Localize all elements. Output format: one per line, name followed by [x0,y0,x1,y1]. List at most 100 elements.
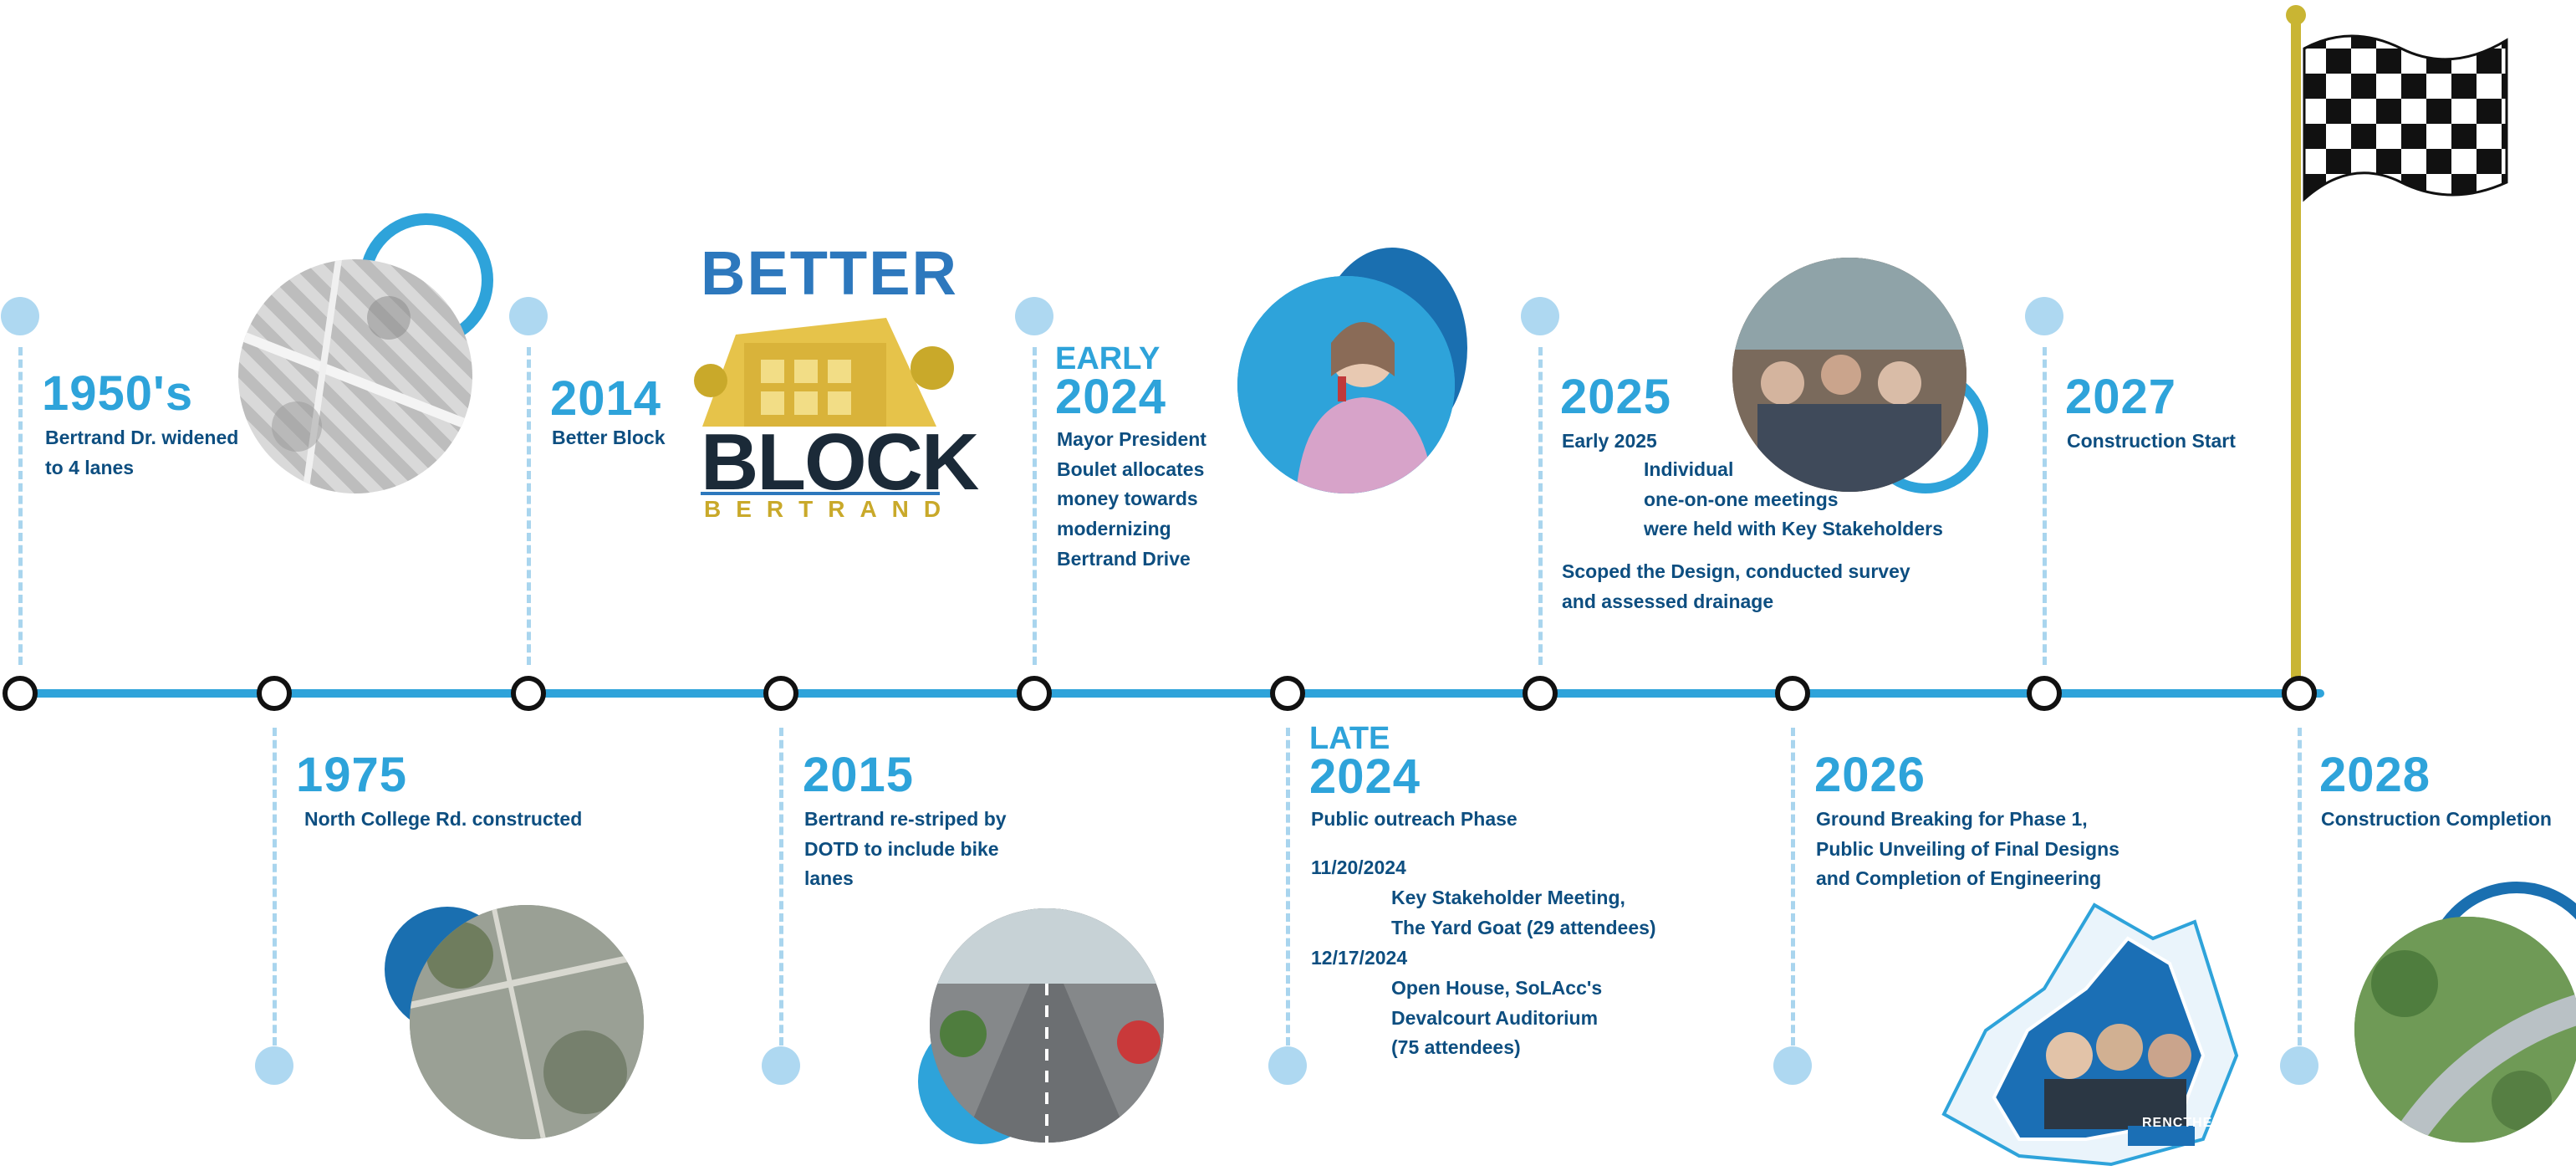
sub-2025: Early 2025 [1562,430,1657,452]
desc-2026-line: Public Unveiling of Final Designs [1816,837,2119,860]
event-date-1: 11/20/2024 [1311,856,1406,878]
dot-2028 [2280,1046,2318,1085]
year-late2024: 2024 [1309,749,1421,804]
desc-2015-line: DOTD to include bike [804,837,999,860]
stem-2027 [2043,347,2047,665]
year-1950: 1950's [42,366,194,421]
desc-early2024-line: Mayor President [1057,428,1206,450]
dot-2015 [762,1046,800,1085]
year-2015: 2015 [803,748,915,802]
event-date-2: 12/17/2024 [1311,947,1408,969]
stem-2015 [779,728,783,1046]
logo-building-illustration [694,318,954,427]
dot-2027 [2025,297,2063,335]
aerial-photo-1950-texture [238,259,472,493]
logo-divider [701,492,940,495]
desc-1975: North College Rd. constructed [304,805,582,835]
sub-lines-2025-line: were held with Key Stakeholders [1644,518,1943,540]
desc-early2024-line: Boulet allocates [1057,458,1205,480]
sub-lines-2025-line: one-on-one meetings [1644,488,1839,510]
desc-2026: Ground Breaking for Phase 1, Public Unve… [1816,805,2119,894]
stem-2028 [2298,728,2302,1046]
timeline-node-early2024 [1017,676,1052,711]
stem-2025 [1538,347,1543,665]
event-desc-1: Key Stakeholder Meeting, The Yard Goat (… [1391,883,1656,943]
dot-1975 [255,1046,293,1085]
prefix-early2024: EARLY [1055,341,1160,376]
desc-2015: Bertrand re-striped by DOTD to include b… [804,805,1007,894]
year-1975: 1975 [296,748,408,802]
year-2025: 2025 [1560,370,1672,424]
timeline-node-late2024 [1270,676,1305,711]
event-desc-1-line: Key Stakeholder Meeting, [1391,887,1625,908]
timeline-axis [17,689,2324,698]
desc-2027: Construction Start [2067,427,2236,457]
speaker-photo-early2024 [1237,276,1455,493]
timeline-node-1975 [257,676,292,711]
street-photo-2015 [930,908,1164,1143]
aerial-photo-1975 [410,905,644,1139]
year-2026: 2026 [1814,748,1926,802]
dot-2025 [1521,297,1559,335]
desc-2015-line: lanes [804,867,854,890]
desc-2026-line: Ground Breaking for Phase 1, [1816,808,2088,830]
desc-2014-line: Better Block [552,427,666,448]
desc-2014: Better Block [552,423,665,453]
timeline-node-2015 [763,676,798,711]
stem-1975 [273,728,277,1046]
sub-lines-2025: Individual one-on-one meetings were held… [1644,455,1943,545]
street-photo-2015-texture [930,908,1164,1143]
desc-1950: Bertrand Dr. widened to 4 lanes [45,423,238,483]
desc-2025-line: and assessed drainage [1562,590,1774,612]
timeline-node-2014 [511,676,546,711]
timeline-node-2025 [1523,676,1558,711]
sub-lines-2025-line: Individual [1644,458,1734,480]
desc-early2024: Mayor President Boulet allocates money t… [1057,425,1206,574]
stem-late2024 [1286,728,1290,1046]
flag-pole [2291,15,2301,689]
aerial-photo-1950 [238,259,472,493]
desc-2028-line: Construction Completion [2321,808,2552,830]
timeline-node-2026 [1775,676,1810,711]
year-2028: 2028 [2319,748,2431,802]
event-desc-2: Open House, SoLAcc's Devalcourt Auditori… [1391,974,1602,1063]
stem-2014 [527,347,531,665]
desc-early2024-line: modernizing [1057,517,1171,539]
desc-1950-line: Bertrand Dr. widened [45,427,239,448]
desc-1950-line: to 4 lanes [45,456,135,478]
meeting-photo-2025-texture [1732,258,1966,492]
dot-2026 [1773,1046,1812,1085]
map-badge-label: RENCTHEN [2142,1116,2223,1130]
year-2027: 2027 [2065,370,2177,424]
timeline-node-2027 [2027,676,2062,711]
desc-late2024-line: Public outreach Phase [1311,808,1518,830]
meeting-photo-2025 [1732,258,1966,492]
logo-better-text: BETTER [701,238,958,308]
dot-2014 [509,297,548,335]
event-desc-2-line: Devalcourt Auditorium [1391,1006,1599,1029]
logo-bertrand-text: BERTRAND [704,496,956,522]
desc-early2024-line: Bertrand Drive [1057,547,1191,570]
event-desc-2-line: Open House, SoLAcc's [1391,977,1603,999]
year-early2024: 2024 [1055,370,1167,424]
timeline-node-2028 [2282,676,2317,711]
desc-2027-line: Construction Start [2067,430,2236,452]
logo-block-text: BLOCK [701,417,979,507]
event-desc-2-line: (75 attendees) [1391,1036,1521,1059]
aerial-photo-1975-texture [410,905,644,1139]
stem-1950 [18,347,23,665]
desc-2015-line: Bertrand re-striped by [804,808,1007,830]
checkered-flag-icon [2303,34,2508,202]
desc-2026-line: and Completion of Engineering [1816,867,2102,890]
aerial-photo-2028 [2354,917,2576,1143]
desc-2025-line: Scoped the Design, conducted survey [1562,560,1910,582]
desc-early2024-line: money towards [1057,488,1198,510]
desc-late2024: Public outreach Phase [1311,805,1518,835]
desc-1975-line: North College Rd. constructed [304,808,583,830]
aerial-photo-2028-texture [2354,917,2576,1143]
dot-late2024 [1268,1046,1307,1085]
event-desc-1-line: The Yard Goat (29 attendees) [1391,916,1656,938]
desc-2025: Scoped the Design, conducted survey and … [1562,557,1910,616]
speaker-photo-early2024-figure [1237,276,1455,493]
dot-1950 [1,297,39,335]
